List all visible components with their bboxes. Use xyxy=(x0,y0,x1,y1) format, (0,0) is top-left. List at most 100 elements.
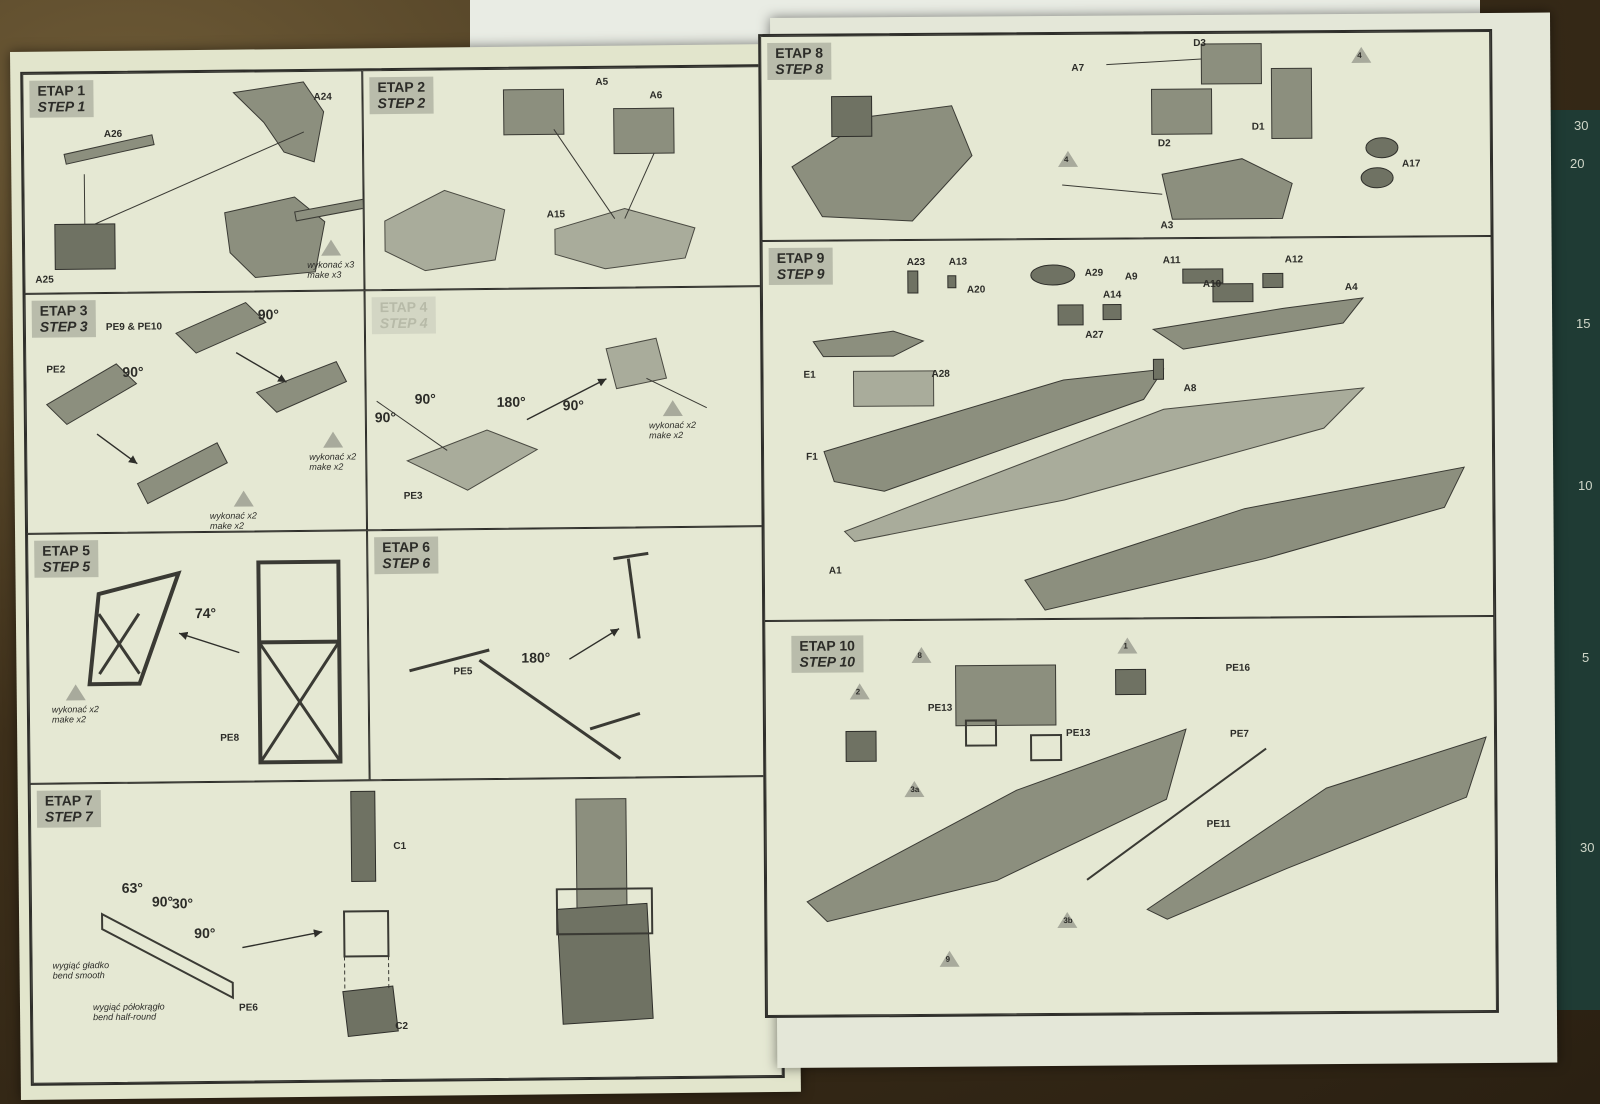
step-reference-marker: 4 xyxy=(1057,150,1079,167)
part-label-c2: C2 xyxy=(395,1020,409,1033)
step-reference-marker: 8 xyxy=(911,646,932,664)
step-8-panel: ETAP 8 STEP 8 A7 D3 D2 D1 A3 A17 4 xyxy=(760,30,1492,242)
ruler-mark: 30 xyxy=(1574,118,1589,133)
part-label-a1: A1 xyxy=(828,565,842,577)
part-label-pe16: PE16 xyxy=(1225,662,1251,674)
part-label-a27: A27 xyxy=(1085,329,1104,341)
step-4-illustration xyxy=(376,337,707,491)
make-count-marker xyxy=(320,239,342,256)
part-label-a17: A17 xyxy=(1401,158,1421,170)
part-label-d1: D1 xyxy=(1251,121,1265,133)
part-label-pe5: PE5 xyxy=(453,666,473,678)
part-label-pe3: PE3 xyxy=(403,490,423,502)
angle-label: 90° xyxy=(257,306,280,323)
step-1-illustration xyxy=(54,81,365,278)
part-label-d3: D3 xyxy=(1193,37,1207,50)
note-en: make x2 xyxy=(51,714,87,725)
make-count-marker xyxy=(322,431,344,448)
part-label-a14: A14 xyxy=(1102,289,1122,301)
note-pl: wykonać x2 xyxy=(209,510,257,521)
step-5-illustration xyxy=(87,559,343,765)
step-2-illustration xyxy=(384,88,696,272)
angle-label: 90° xyxy=(562,397,584,414)
angle-label: 90° xyxy=(194,924,216,942)
angle-label: 30° xyxy=(171,895,194,912)
part-label-a28: A28 xyxy=(931,368,950,380)
part-label-a20: A20 xyxy=(966,284,986,296)
step-8-illustration xyxy=(791,43,1399,222)
angle-label: 180° xyxy=(496,393,526,410)
note-en: make x2 xyxy=(309,461,344,472)
part-label-a15: A15 xyxy=(546,209,566,221)
part-label-a8: A8 xyxy=(1183,383,1197,395)
part-label-pe13: PE13 xyxy=(1065,727,1091,739)
step-reference-marker: 3a xyxy=(904,780,925,798)
part-label-pe11: PE11 xyxy=(1206,818,1231,830)
make-count-marker xyxy=(233,490,254,507)
step-9-illustration xyxy=(812,264,1466,611)
part-label-d2: D2 xyxy=(1157,138,1171,150)
step-7-illustration xyxy=(101,790,654,1038)
make-count-marker xyxy=(662,399,683,417)
part-label-pe6: PE6 xyxy=(238,1002,258,1014)
part-label-a9: A9 xyxy=(1124,271,1138,283)
marker-number: 3a xyxy=(910,784,920,795)
step-10-panel: ETAP 10 STEP 10 PE16 PE13 PE13 PE7 PE11 … xyxy=(764,615,1497,1017)
note-pl: wykonać x2 xyxy=(309,451,357,462)
step-reference-marker: 3b xyxy=(1057,911,1078,929)
part-label-a26: A26 xyxy=(103,128,123,141)
ruler-mark: 30 xyxy=(1580,840,1595,855)
part-label-e1: E1 xyxy=(803,369,816,381)
angle-label: 90° xyxy=(414,390,436,407)
part-label-a25: A25 xyxy=(35,274,54,286)
note-pl: wygiąć gładko xyxy=(52,960,110,971)
angle-label: 74° xyxy=(194,604,217,622)
note-pl: wykonać x2 xyxy=(51,704,99,715)
part-label-f1: F1 xyxy=(806,451,818,463)
angle-label: 90° xyxy=(374,408,397,426)
note-en: make x2 xyxy=(209,520,245,531)
step-10-illustration xyxy=(806,664,1487,923)
angle-label: 180° xyxy=(521,649,551,666)
step-reference-marker: 4 xyxy=(1351,46,1372,63)
ruler-mark: 20 xyxy=(1570,156,1585,171)
right-sheet-frame: ETAP 8 STEP 8 A7 D3 D2 D1 A3 A17 4 xyxy=(758,28,1499,1019)
step-9-panel: ETAP 9 STEP 9 A23 A13 xyxy=(761,235,1495,622)
step-reference-marker: 2 xyxy=(849,683,870,700)
step-4-panel: ETAP 4 STEP 4 PE3 90° 90° 180° 90° wykon… xyxy=(364,286,778,531)
angle-label: 90° xyxy=(122,363,144,380)
part-label-c1: C1 xyxy=(393,840,407,853)
ruler-mark: 10 xyxy=(1578,478,1593,493)
step-2-panel: ETAP 2 STEP 2 A5 A6 A15 xyxy=(362,66,775,291)
marker-number: 4 xyxy=(1357,50,1362,60)
step-7-panel: ETAP 7 STEP 7 C1 C2 PE6 63° 90° 30° 90° xyxy=(29,775,783,1084)
marker-number: 8 xyxy=(917,650,922,660)
note-pl: wykonać x2 xyxy=(648,419,697,431)
angle-label: 90° xyxy=(151,893,174,910)
part-label-a29: A29 xyxy=(1084,267,1104,279)
part-label-a24: A24 xyxy=(313,91,332,103)
part-label-pe7: PE7 xyxy=(1229,728,1249,740)
step-3-illustration xyxy=(45,301,348,505)
note-en: make x2 xyxy=(648,429,684,441)
step-reference-marker: 1 xyxy=(1117,637,1138,654)
part-label-a5: A5 xyxy=(595,76,609,88)
angle-label: 63° xyxy=(121,879,144,896)
note-en: bend smooth xyxy=(52,970,105,981)
note-en: make x3 xyxy=(307,269,342,280)
part-label-pe2: PE2 xyxy=(46,364,66,376)
part-label-a6: A6 xyxy=(649,90,663,102)
step-reference-marker: 9 xyxy=(939,950,960,967)
step-3-panel: ETAP 3 STEP 3 PE9 & PE10 PE2 90° 90° wyk… xyxy=(24,290,368,534)
part-label-a12: A12 xyxy=(1284,254,1304,266)
